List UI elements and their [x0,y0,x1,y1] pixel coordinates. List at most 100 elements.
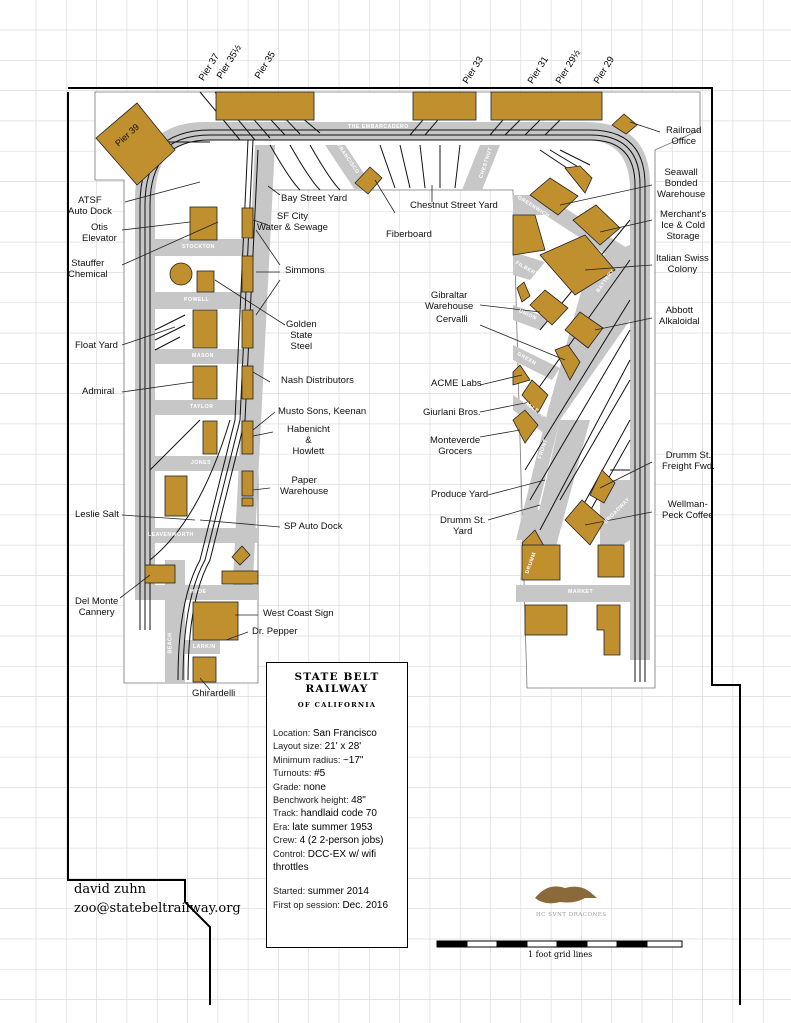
beach-street [165,560,185,683]
larkin-street [180,640,220,654]
italian-label: Italian Swiss Colony [656,253,709,275]
pier-31-29 [490,91,603,121]
nash-label: Nash Distributors [281,375,354,386]
paper-a [241,470,254,497]
monteverde [512,409,539,444]
fiberboard-label: Fiberboard [386,229,432,240]
street-label: TAYLOR [190,404,214,410]
paper-label: Paper Warehouse [280,475,329,497]
taylor-street [140,400,258,415]
golden-state-label: Golden State Steel [286,319,317,352]
street-label: MASON [192,353,214,359]
railroad-office-label: Railroad Office [666,125,702,147]
simmons-a [241,255,254,293]
info-row: Control: DCC-EX w/ wifi throttles [273,848,377,874]
giurlani-label: Giurlani Bros. [423,407,481,418]
street-label: THE EMBARCADERO [348,124,409,130]
sp-auto-label: SP Auto Dock [284,521,343,532]
cervalli [554,344,581,381]
seawall-b [564,165,593,194]
info-row: Layout size: 21' x 28' [273,741,362,753]
dr-pepper-label: Dr. Pepper [252,626,298,637]
market-block-b [597,544,625,578]
stauffer-b [196,270,215,293]
west-coast-label: West Coast Sign [263,608,334,619]
street-label: POWELL [184,297,210,303]
stockton-street [140,239,258,256]
info-row: Location: San Francisco [273,728,377,739]
admiral-label: Admiral [82,386,115,397]
leader-lines [119,121,661,691]
leavenworth-street [140,528,258,543]
author-email[interactable]: zoo@statebeltrailway.org [74,901,241,916]
otis [189,206,218,241]
del-monte [144,564,176,584]
pier-35 [215,91,315,121]
info-title: STATE BELT RAILWAY [294,671,380,695]
author-credit: david zuhn zoo@statebeltrailway.org [74,880,241,918]
pier-39 [95,102,176,186]
street-label: HYDE [190,589,207,595]
pier-33 [412,91,477,121]
paper-b [241,497,254,507]
info-row: Minimum radius: ~17" [273,754,364,766]
sp-auto [231,545,251,566]
gibraltar-label: Gibraltar Warehouse [425,290,474,312]
gibraltar [529,289,569,326]
info-row: Track: handlaid code 70 [273,808,377,820]
buildings [95,91,638,683]
stauffer [169,262,193,286]
filbert-block [516,281,531,303]
union-street [513,305,548,330]
south-market-a [524,604,568,636]
fiberboard [354,166,383,195]
seawall-label: Seawall Bonded Warehouse [657,167,706,200]
south-market-b [596,604,621,656]
acme-label: ACME Labs [431,378,482,389]
motto-text: HC SVNT DRACONES [536,912,607,918]
vallejo-street [513,395,550,432]
sf-city [241,207,254,239]
room-walls [67,87,741,1005]
hyde-block [221,570,259,585]
leslie-label: Leslie Salt [75,509,119,520]
filbert-street [513,252,545,280]
street-label: JONES [191,460,212,466]
monteverde-label: Monteverde Grocers [430,435,481,457]
sf-city-label: SF City Water & Sewage [257,211,328,233]
musto-label: Musto Sons, Keenan [278,406,367,417]
info-row: Benchwork height: 48" [273,795,366,807]
greenwich-street [513,195,630,270]
dragon-emblem [535,886,597,904]
musto [241,420,254,455]
admiral [192,365,218,400]
broadway-street [600,480,630,560]
info-row: Turnouts: #5 [273,768,326,780]
italian [539,234,616,296]
info-row: Era: late summer 1953 [273,821,373,833]
railroad-office [611,113,638,135]
street-label: LARKIN [193,644,216,650]
green-street [513,345,560,380]
mason-street [140,349,258,364]
street-label: LEAVENWORTH [148,532,194,538]
drumm-yard-label: Drumm St. Yard [440,515,486,537]
atsf-label: ATSF Auto Dock [68,195,112,217]
otis-label: Otis Elevator [82,222,117,244]
info-row-started: Started: summer 2014 [273,886,369,898]
merchants-label: Merchant's Ice & Cold Storage [660,209,707,242]
tracks [105,91,646,682]
market-block-a [521,544,561,581]
produce-label: Produce Yard [431,489,489,500]
info-row: Grade: none [273,781,326,793]
info-row-first-op: First op session: Dec. 2016 [273,899,389,911]
scale-label: 1 foot grid lines [528,950,593,959]
author-name: david zuhn [74,882,146,897]
simmons-label: Simmons [285,265,325,276]
ghirardelli-label: Ghirardelli [192,688,236,699]
bay-street-label: Bay Street Yard [281,193,348,204]
scale-bar [436,940,683,948]
street-label: STOCKTON [182,244,215,250]
